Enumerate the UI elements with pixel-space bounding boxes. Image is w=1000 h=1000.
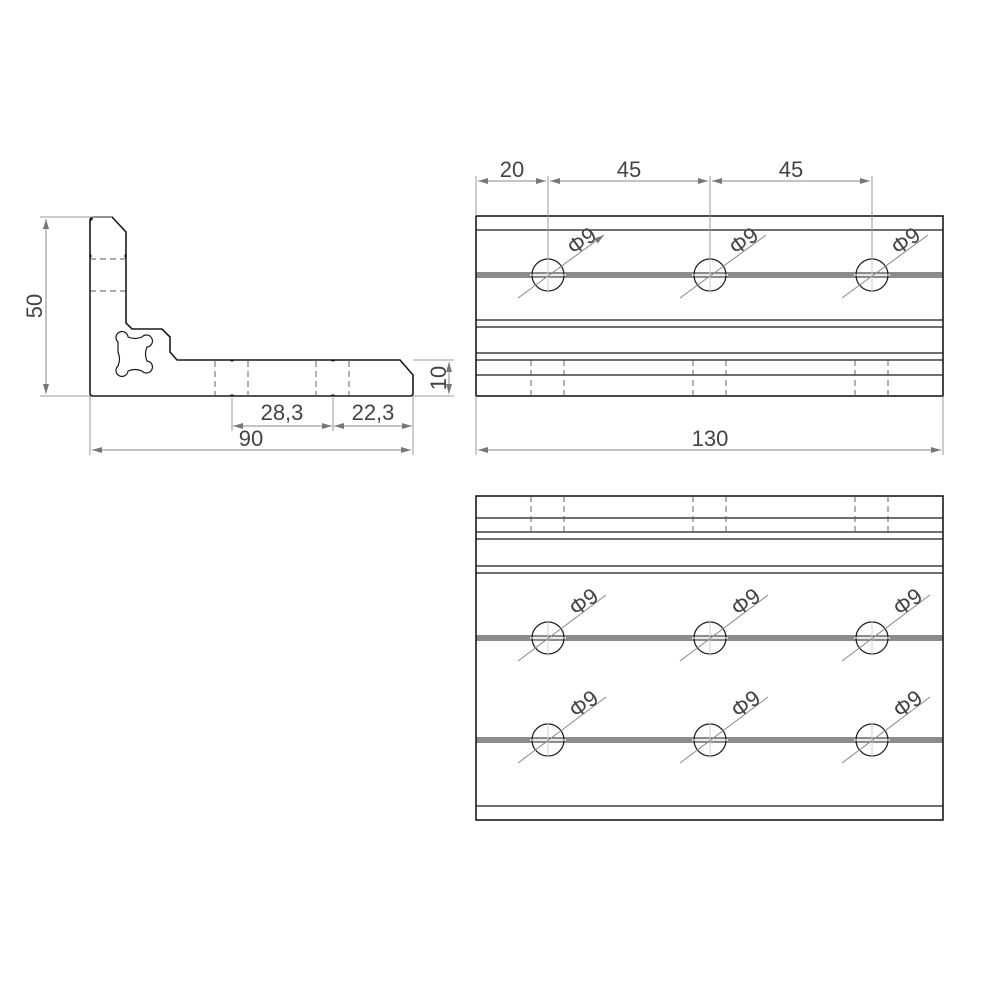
dim-width-label: 90 — [239, 426, 263, 451]
dim-height-label: 50 — [22, 294, 47, 318]
hole-diameter-label: Φ9 — [724, 222, 763, 260]
hole-diameter-label: Φ9 — [564, 583, 603, 621]
dim-overall-length-label: 130 — [692, 426, 729, 451]
hole-diameter-label: Φ9 — [726, 583, 765, 621]
bottom-view-outline — [475, 495, 944, 821]
dim-slot-offset-2-label: 22,3 — [352, 400, 395, 425]
dim-thickness-label: 10 — [426, 366, 451, 390]
hole-diameter-label: Φ9 — [562, 222, 601, 260]
hole-diameter-label: Φ9 — [888, 685, 927, 723]
hidden-lines — [530, 496, 889, 532]
hole: Φ9 — [517, 685, 607, 764]
dim-hole-pitch-label: 45 — [617, 157, 641, 182]
dim-edge-to-hole-label: 20 — [500, 157, 524, 182]
front-view: Φ9 Φ9 Φ9 20 45 45 130 — [475, 157, 944, 455]
hole: Φ9 — [679, 685, 769, 764]
dim-slot-offset-1-label: 28,3 — [261, 400, 304, 425]
hole: Φ9 — [679, 583, 769, 662]
hole: Φ9 — [517, 583, 607, 662]
side-profile-view: 50 10 28,3 22,3 90 — [22, 216, 454, 455]
bottom-view: Φ9 Φ9 Φ9 Φ9 Φ9 — [475, 495, 944, 821]
hole: Φ9 — [517, 222, 605, 299]
hole: Φ9 — [841, 685, 931, 764]
profile-outline — [89, 216, 414, 397]
hole-diameter-label: Φ9 — [886, 222, 925, 260]
hole: Φ9 — [841, 222, 929, 299]
notch — [229, 359, 336, 397]
hole-diameter-label: Φ9 — [726, 685, 765, 723]
hole-diameter-label: Φ9 — [564, 685, 603, 723]
hole: Φ9 — [841, 583, 931, 662]
core-channel-icon — [115, 331, 153, 377]
notch — [89, 253, 92, 259]
hidden-lines — [530, 360, 889, 396]
hole: Φ9 — [679, 222, 767, 299]
hole-diameter-label: Φ9 — [888, 583, 927, 621]
notch — [124, 253, 127, 259]
dim-hole-pitch-label: 45 — [779, 157, 803, 182]
